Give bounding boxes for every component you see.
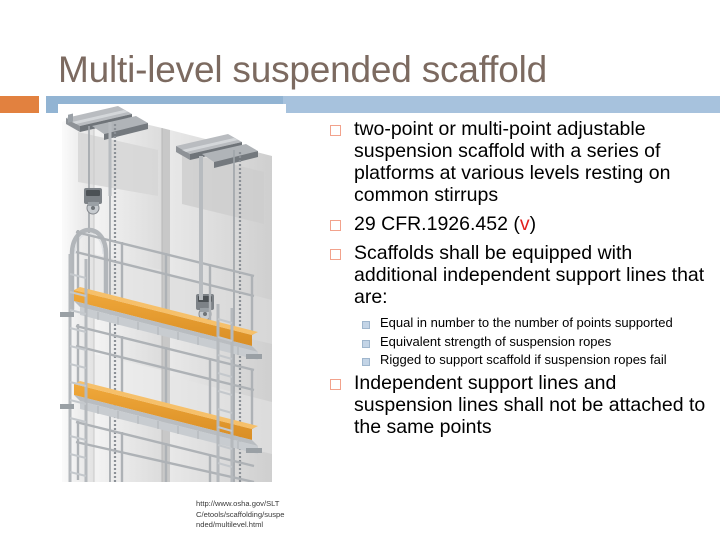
caption-line-2: C/etools/scaffolding/suspe <box>196 509 285 519</box>
sub-bullet-text: Equal in number to the number of points … <box>380 315 673 330</box>
scaffold-illustration <box>58 104 286 482</box>
regulation-text-before: 29 CFR.1926.452 ( <box>354 213 520 235</box>
regulation-link[interactable]: v <box>519 213 530 235</box>
page-title: Multi-level suspended scaffold <box>58 48 547 90</box>
regulation-text-after: ) <box>529 213 537 235</box>
caption-line-1: http://www.osha.gov/SLT <box>196 499 280 508</box>
caption-line-3: nded/multilevel.html <box>196 520 264 529</box>
bullet-text: two-point or multi-point adjustable susp… <box>354 118 671 206</box>
sub-bullet-item: Equal in number to the number of points … <box>362 315 710 331</box>
sub-bullet-square-icon <box>362 339 370 348</box>
sub-bullet-square-icon <box>362 358 370 366</box>
accent-bar-orange <box>0 96 39 113</box>
sub-bullet-square-icon <box>362 321 370 329</box>
bullet-text: Independent support lines and suspension… <box>354 371 706 438</box>
bullet-square-icon <box>330 220 341 231</box>
sub-bullet-item: Rigged to support scaffold if suspension… <box>362 352 710 368</box>
body-content: two-point or multi-point adjustable susp… <box>330 118 710 445</box>
sub-bullet-text: Equivalent strength of suspension ropes <box>380 333 612 349</box>
bullet-square-icon <box>330 249 341 260</box>
bullet-item: 29 CFR.1926.452 (v) <box>330 213 710 235</box>
bullet-item: two-point or multi-point adjustable susp… <box>330 118 710 206</box>
bullet-square-icon <box>330 378 341 390</box>
bullet-item: Scaffolds shall be equipped with additio… <box>330 242 710 308</box>
sub-bullet-item: Equivalent strength of suspension ropes <box>362 334 710 350</box>
sub-bullet-text: Rigged to support scaffold if suspension… <box>380 352 667 367</box>
bullet-text: 29 CFR.1926.452 (v) <box>354 213 536 235</box>
image-source-caption: http://www.osha.gov/SLT C/etools/scaffol… <box>196 499 324 531</box>
bullet-square-icon <box>330 125 341 136</box>
bullet-item: Independent support lines and suspension… <box>330 372 710 438</box>
sub-bullet-list: Equal in number to the number of points … <box>362 315 710 368</box>
bullet-text: Scaffolds shall be equipped with additio… <box>354 242 705 308</box>
